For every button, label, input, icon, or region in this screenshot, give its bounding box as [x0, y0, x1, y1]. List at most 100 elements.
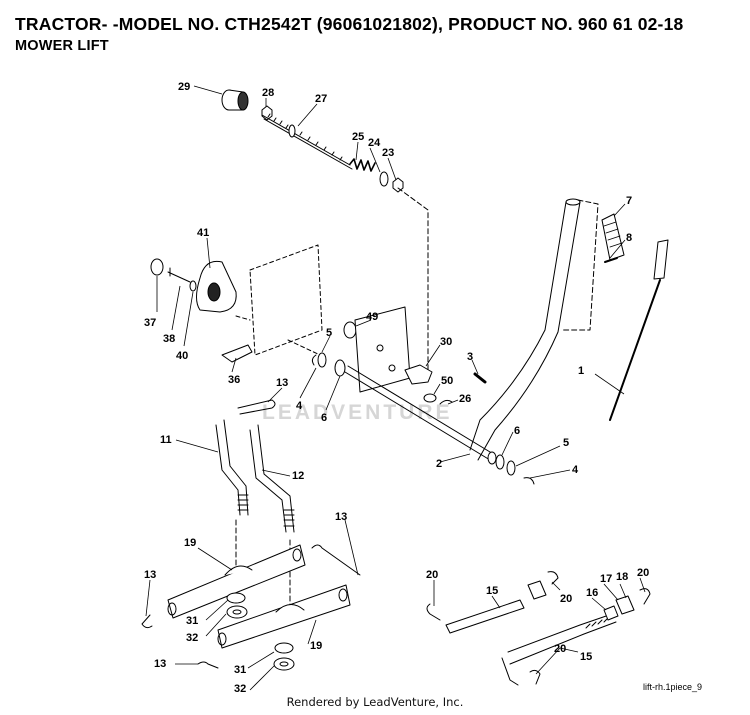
callout-13-top: 13	[276, 377, 288, 389]
clip-part-36	[221, 344, 253, 363]
callout-24: 24	[368, 137, 381, 149]
callout-5-right: 5	[563, 437, 569, 449]
washer-part-24	[379, 171, 389, 187]
cotter-part-26	[439, 399, 453, 405]
hairpin-part-13-bottom	[197, 661, 219, 669]
callout-32-a: 32	[186, 632, 198, 644]
hairpin-part-13-left	[141, 614, 153, 629]
guide-line-lever	[562, 199, 599, 331]
washer-part-5-right	[506, 460, 516, 476]
callout-18: 18	[616, 571, 628, 583]
callout-4-right: 4	[572, 464, 579, 476]
callout-3: 3	[467, 351, 473, 363]
callout-30: 30	[440, 336, 452, 348]
lift-lever-tube	[469, 201, 581, 461]
callout-49: 49	[366, 311, 378, 323]
callout-29: 29	[178, 81, 190, 93]
callout-20-b: 20	[560, 593, 572, 605]
lift-arm-part-19-upper	[167, 544, 306, 619]
spring-part-25	[349, 158, 376, 172]
screw-part-38	[167, 267, 191, 283]
clip-part-4-right	[523, 477, 535, 485]
clip-part-20-a	[426, 603, 441, 621]
callout-19-upper: 19	[184, 537, 196, 549]
callout-1: 1	[578, 365, 584, 377]
clip-part-20-c	[639, 588, 651, 605]
clamp-part-17	[615, 595, 635, 615]
washer-part-40	[189, 280, 197, 292]
callout-5-left: 5	[326, 327, 332, 339]
bushing-part-6-left	[334, 359, 346, 377]
panel-outline	[249, 244, 323, 356]
guide-line-panel	[235, 315, 321, 356]
bushing-part-31-b	[274, 642, 294, 654]
callout-50: 50	[441, 375, 453, 387]
callout-11: 11	[160, 434, 172, 446]
callout-31-a: 31	[186, 615, 198, 627]
callout-20-d: 20	[554, 643, 566, 655]
callout-28: 28	[262, 87, 274, 99]
lift-rod-part-15-upper	[445, 599, 525, 634]
lift-rod-part-15-lower	[501, 613, 617, 686]
callout-20-c: 20	[637, 567, 649, 579]
washer-part-50	[423, 393, 437, 403]
callout-40: 40	[176, 350, 188, 362]
callout-15-upper: 15	[486, 585, 498, 597]
ring-part-8	[604, 257, 618, 263]
callout-6-left: 6	[321, 412, 327, 424]
callout-16: 16	[586, 587, 598, 599]
callout-15-lower: 15	[580, 651, 592, 663]
clip-part-20-d	[529, 669, 541, 685]
callout-19-lower: 19	[310, 640, 322, 652]
callout-32-b: 32	[234, 683, 246, 695]
callout-36: 36	[228, 374, 240, 386]
hairpin-part-13-top	[237, 399, 276, 415]
lift-link-part-11	[215, 419, 249, 516]
callout-13-left: 13	[144, 569, 156, 581]
nut-part-18	[527, 580, 547, 600]
callout-6-right: 6	[514, 425, 520, 437]
nut-part-23	[392, 177, 404, 193]
callout-37: 37	[144, 317, 156, 329]
bushing-part-49	[343, 321, 357, 339]
callout-27: 27	[315, 93, 327, 105]
page-title: TRACTOR- -MODEL NO. CTH2542T (9606102180…	[15, 14, 684, 34]
callout-13-right: 13	[335, 511, 347, 523]
clip-part-4-left	[311, 354, 317, 366]
trunnion-part-16	[603, 605, 619, 621]
callout-23: 23	[382, 147, 394, 159]
callout-2: 2	[436, 458, 442, 470]
nut-part-32-a	[226, 605, 248, 619]
guide-line-rod	[397, 187, 429, 371]
callout-20-a: 20	[426, 569, 438, 581]
callout-41: 41	[197, 227, 209, 239]
callout-12: 12	[292, 470, 304, 482]
threaded-rod-part-27	[261, 113, 353, 170]
callout-8: 8	[626, 232, 632, 244]
leader-lines	[145, 85, 646, 691]
callout-4-left: 4	[296, 400, 303, 412]
bushing-part-31-a	[226, 592, 246, 604]
grip-part-7	[601, 213, 625, 261]
callout-38: 38	[163, 333, 175, 345]
callout-13-bottom: 13	[154, 658, 166, 670]
lift-link-part-12	[249, 424, 295, 533]
callout-7: 7	[626, 195, 632, 207]
callout-25: 25	[352, 131, 364, 143]
hairpin-part-13-right	[311, 544, 361, 576]
cap-part-37	[150, 258, 164, 276]
spring-part-30	[404, 364, 433, 385]
nut-part-32-b	[273, 657, 295, 671]
knob-part-29	[221, 89, 249, 111]
washer-part-5-left	[317, 352, 327, 368]
callout-31-b: 31	[234, 664, 246, 676]
diagram-reference: lift-rh.1piece_9	[642, 682, 702, 692]
footer-credit: Rendered by LeadVenture, Inc.	[286, 695, 464, 709]
clip-part-20-b	[547, 571, 559, 585]
callout-17: 17	[600, 573, 612, 585]
lift-shaft-part-2	[344, 365, 496, 461]
page-subtitle: MOWER LIFT	[15, 38, 109, 54]
callout-26: 26	[459, 393, 471, 405]
bushing-part-6-right	[495, 454, 505, 470]
